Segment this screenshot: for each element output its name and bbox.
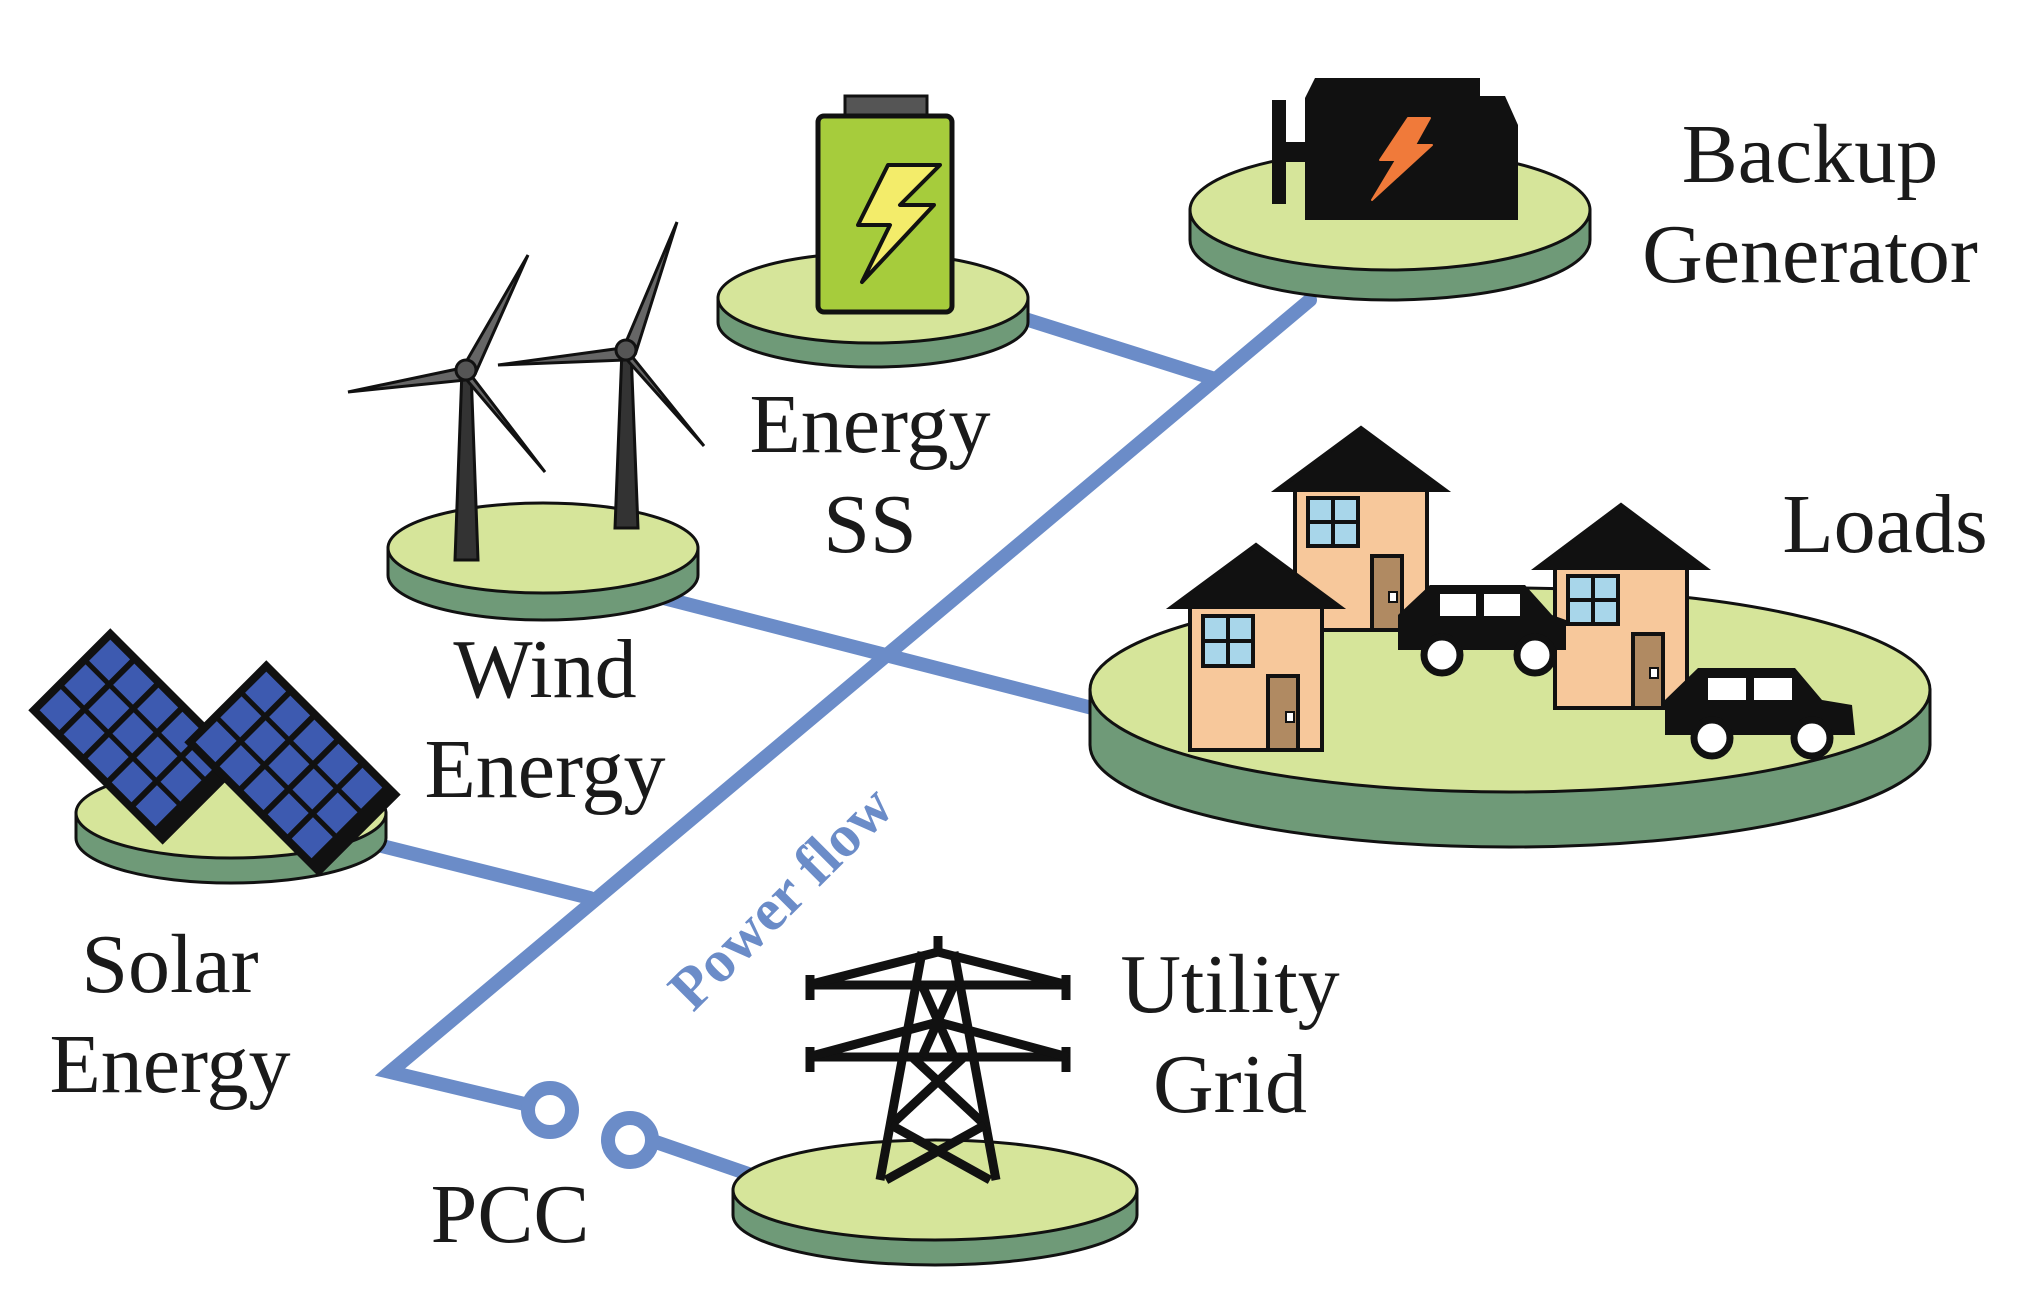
platform-wind: [386, 501, 700, 622]
battery-icon: [815, 94, 955, 315]
solar-branch-line: [371, 838, 597, 905]
house-window-details: [1285, 591, 1659, 723]
energy-ss-line-1: Energy: [749, 378, 991, 471]
label-energy-ss: Energy SS: [700, 375, 1040, 575]
transmission-tower-icon: [805, 936, 1071, 1184]
utility-grid-line-2: Grid: [1153, 1038, 1307, 1131]
solar-energy-line-2: Energy: [49, 1018, 291, 1111]
label-solar-energy: Solar Energy: [20, 915, 320, 1115]
generator-icon: [1272, 78, 1518, 220]
wind-energy-line-1: Wind: [453, 623, 637, 716]
solar-energy-line-1: Solar: [81, 918, 259, 1011]
backup-generator-line-2: Generator: [1642, 208, 1978, 301]
utility-grid-line-1: Utility: [1120, 938, 1340, 1031]
label-loads: Loads: [1760, 475, 2010, 575]
label-wind-energy: Wind Energy: [385, 620, 705, 820]
car-icon: [1398, 585, 1566, 677]
main-feeder-line: [374, 293, 1317, 1117]
house-icon: [1270, 425, 1452, 632]
wind-loads-line: [633, 585, 1107, 717]
pcc-contact-right: [601, 1111, 659, 1169]
pcc-link-line: [643, 1133, 767, 1185]
loads-text: Loads: [1782, 478, 1988, 571]
battery-branch-line: [1015, 311, 1219, 385]
power-lines: [371, 293, 1317, 1185]
wind-energy-line-2: Energy: [424, 723, 666, 816]
label-backup-generator: Backup Generator: [1620, 105, 2000, 305]
platform-grid: [731, 1138, 1139, 1267]
pcc-switch: [521, 1081, 659, 1169]
wind-turbine-icon: [347, 221, 706, 562]
pcc-text: PCC: [430, 1168, 590, 1261]
pcc-contact-left: [521, 1081, 579, 1139]
backup-generator-line-1: Backup: [1681, 108, 1939, 201]
car-icon: [1665, 668, 1855, 760]
energy-ss-line-2: SS: [823, 478, 917, 571]
solar-panel-icon: [28, 628, 401, 877]
label-utility-grid: Utility Grid: [1085, 935, 1375, 1135]
house-icon: [1531, 502, 1711, 710]
house-icon: [1165, 542, 1347, 752]
label-pcc: PCC: [400, 1165, 620, 1265]
